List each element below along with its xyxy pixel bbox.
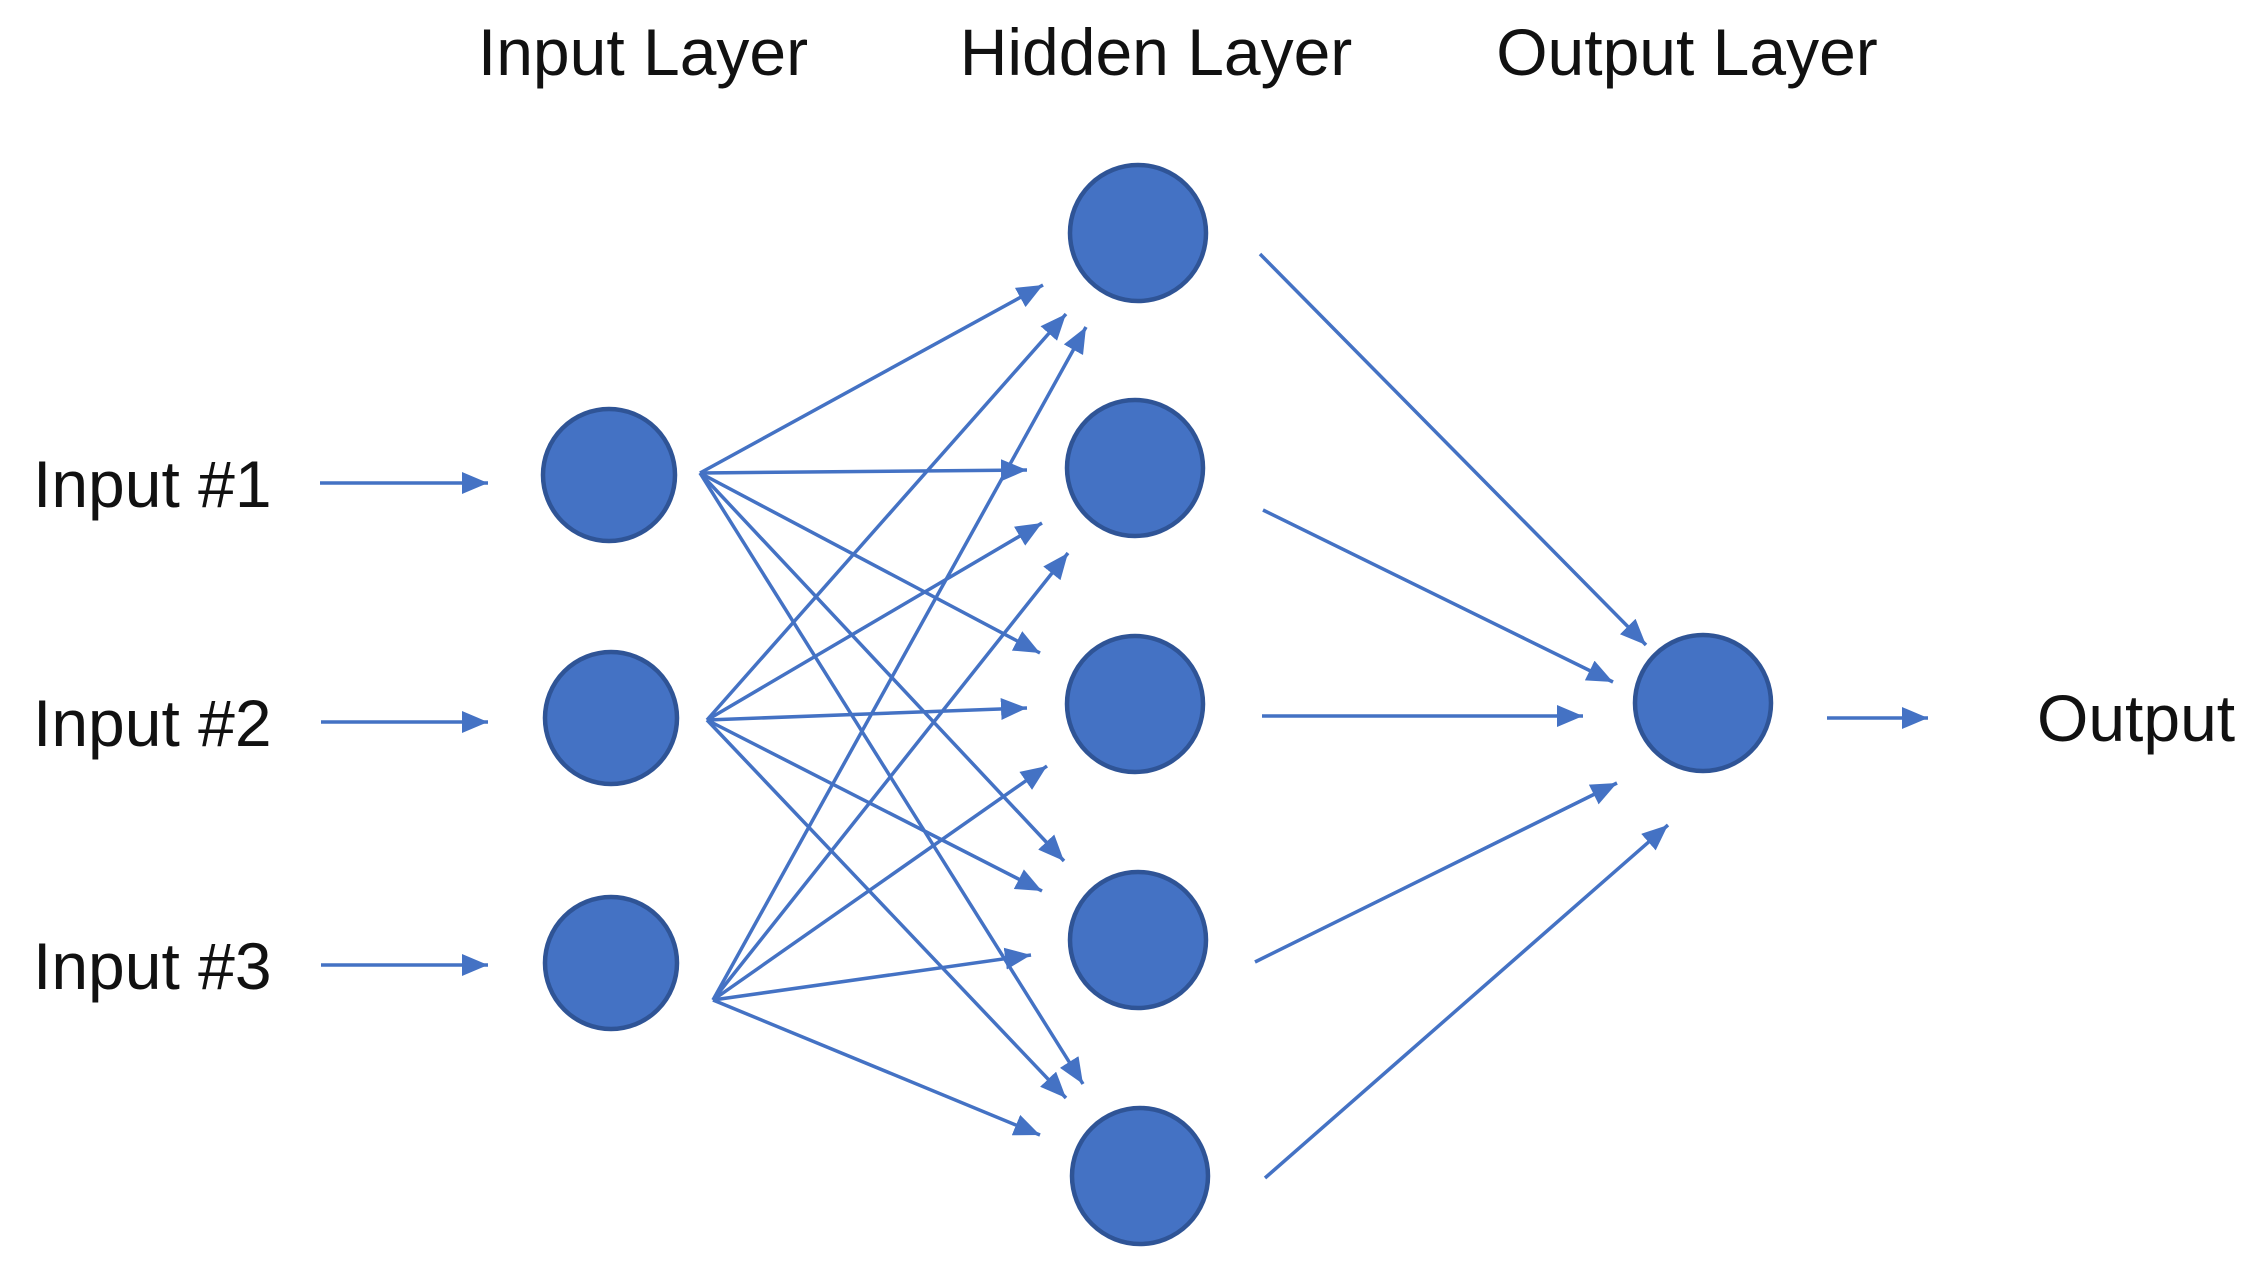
edge-i3-h1	[711, 326, 1088, 1001]
edge-i2-h1	[705, 312, 1068, 722]
hidden-node-4	[1067, 869, 1209, 1011]
labels-group: Input Layer Hidden Layer Output Layer In…	[33, 15, 2235, 1003]
edge-h4-o	[1254, 781, 1618, 964]
hidden-node-3	[1064, 633, 1206, 775]
edge-i2-h5	[705, 718, 1068, 1100]
edge-i3-h3	[711, 764, 1049, 1002]
edge-i1-h1	[699, 283, 1044, 475]
edge-i2-h4	[706, 718, 1043, 893]
edge-h2-o	[1262, 508, 1614, 684]
edge-i1-h3	[699, 471, 1041, 655]
edge-i1-h5	[698, 472, 1085, 1085]
edges-group	[320, 252, 1928, 1180]
nodes-group	[540, 162, 1774, 1247]
input1-label: Input #1	[33, 447, 272, 521]
output-node-1	[1632, 632, 1774, 774]
output-layer-heading: Output Layer	[1496, 15, 1878, 89]
input-node-3	[542, 894, 680, 1032]
hidden-node-1	[1067, 162, 1209, 304]
hidden-node-5	[1069, 1105, 1211, 1247]
input-node-2	[542, 649, 680, 787]
edge-i3-h4	[712, 947, 1032, 1002]
hidden-node-2	[1064, 397, 1206, 539]
edge-i1-h2	[699, 459, 1028, 482]
output-label: Output	[2037, 681, 2235, 755]
edge-i3-h2	[711, 551, 1070, 1002]
input3-label: Input #3	[33, 929, 272, 1003]
edge-h1-o	[1258, 252, 1648, 647]
hidden-layer-heading: Hidden Layer	[960, 15, 1353, 89]
input-layer-heading: Input Layer	[478, 15, 808, 89]
edge-i2-h3	[706, 697, 1028, 722]
edge-i2-h2	[706, 521, 1043, 722]
edge-h5-o	[1263, 823, 1670, 1180]
input2-label: Input #2	[33, 686, 272, 760]
input-node-1	[540, 406, 678, 544]
edge-i3-h5	[712, 998, 1041, 1137]
